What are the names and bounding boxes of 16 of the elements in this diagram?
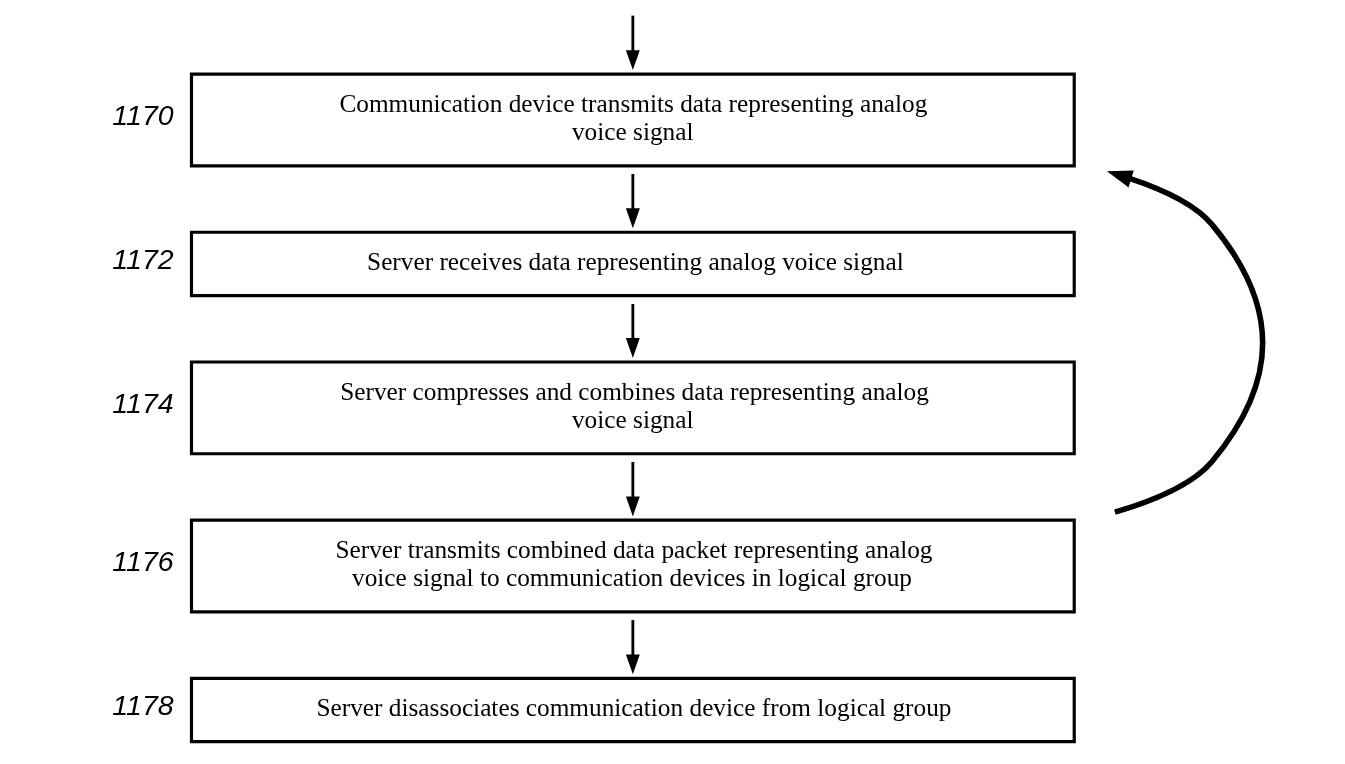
node-label: 1172 [112, 243, 174, 276]
node-label: 1174 [112, 387, 174, 420]
node-box: Communication device transmits data representing analog voice signal [189, 72, 1076, 168]
node-label: 1178 [112, 689, 174, 722]
node-box: Server transmits combined data packet representing analog voice signal to communication devices in logical group [189, 518, 1076, 614]
node-box: Server receives data representing analog voice signal [189, 230, 1076, 298]
arrow [625, 173, 640, 229]
arrow [625, 461, 640, 517]
arrow [625, 15, 640, 71]
arrow [1106, 170, 1266, 515]
node-label: 1176 [112, 545, 174, 578]
node-label: 1170 [112, 99, 174, 132]
arrow [625, 304, 640, 358]
arrow [625, 620, 640, 675]
node-box: Server disassociates communication device from logical group [189, 676, 1076, 744]
node-box: Server compresses and combines data representing analog voice signal [189, 360, 1076, 456]
